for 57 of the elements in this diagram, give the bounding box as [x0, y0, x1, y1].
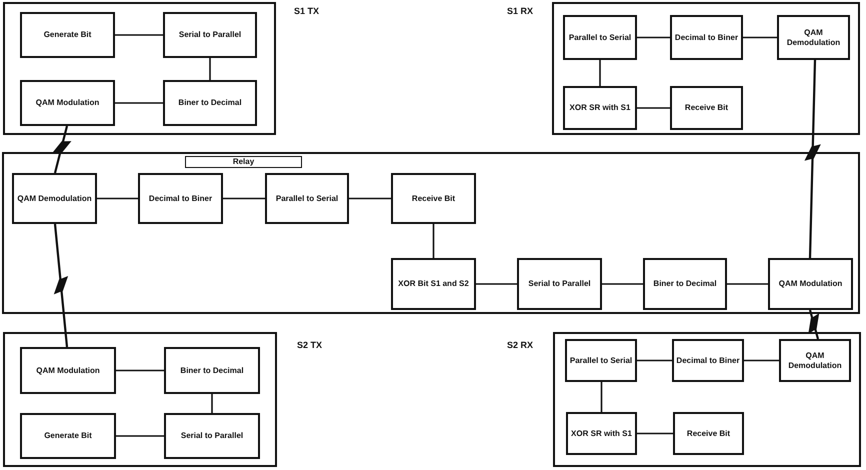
process-box: Decimal to Biner [138, 173, 223, 224]
connector-line [727, 283, 768, 285]
connector-line [637, 107, 670, 109]
group-label: S1 TX [294, 6, 320, 17]
connector-line [97, 198, 138, 200]
process-box: Serial to Parallel [517, 258, 602, 310]
process-box: QAM Modulation [20, 80, 115, 126]
connector-line [743, 36, 777, 38]
process-box: Parallel to Serial [563, 15, 637, 60]
process-box: Parallel to Serial [565, 339, 637, 382]
process-box: Receive Bit [391, 173, 476, 224]
group-label: S2 TX [297, 340, 322, 351]
lightning-bolt [52, 126, 72, 174]
process-box: Biner to Decimal [163, 80, 257, 126]
connector-line [602, 283, 643, 285]
process-box: QAM Demodulation [779, 339, 851, 382]
connector-line [116, 370, 164, 372]
connector-line [115, 34, 163, 36]
process-box: Decimal to Biner [672, 339, 744, 382]
connector-line [211, 394, 213, 413]
process-box: QAM Modulation [768, 258, 853, 310]
process-box: Generate Bit [20, 413, 116, 459]
process-box: QAM Demodulation [777, 15, 850, 60]
connector-line [209, 58, 211, 80]
process-box: QAM Modulation [20, 347, 116, 394]
connector-line [432, 224, 434, 258]
connector-line [600, 382, 602, 412]
process-box: Serial to Parallel [163, 12, 257, 58]
process-box: Biner to Decimal [164, 347, 260, 394]
process-box: Decimal to Biner [670, 15, 743, 60]
connector-line [637, 432, 673, 434]
connector-line [223, 198, 265, 200]
group-label: S1 RX [507, 6, 534, 17]
process-box: Receive Bit [673, 412, 744, 455]
connector-line [599, 60, 601, 86]
process-box: XOR Bit S1 and S2 [391, 258, 476, 310]
process-box: XOR SR with S1 [566, 412, 637, 455]
connector-line [476, 283, 517, 285]
process-box: Generate Bit [20, 12, 115, 58]
process-box: Parallel to Serial [265, 173, 349, 224]
lightning-bolt [804, 60, 821, 258]
connector-line [637, 36, 670, 38]
lightning-bolt [54, 224, 68, 348]
connector-line [744, 360, 779, 362]
process-box: Biner to Decimal [643, 258, 727, 310]
group-frame [2, 152, 860, 314]
connector-line [637, 360, 672, 362]
process-box: Receive Bit [670, 86, 743, 130]
process-box: Serial to Parallel [164, 413, 260, 459]
process-box: QAM Demodulation [12, 173, 97, 224]
group-label: S2 RX [507, 340, 534, 351]
connector-line [349, 198, 391, 200]
title-tab: Relay [185, 156, 302, 168]
connector-line [116, 435, 164, 437]
process-box: XOR SR with S1 [563, 86, 637, 130]
connector-line [115, 102, 163, 104]
lightning-bolt [808, 310, 820, 340]
